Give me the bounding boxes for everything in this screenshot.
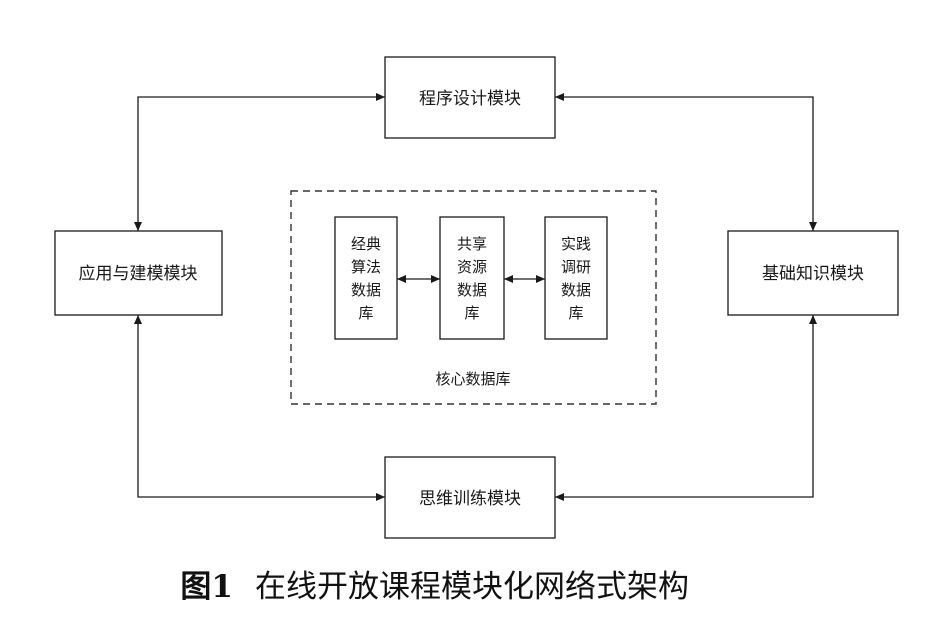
classic-algorithm-line-3: 数据 xyxy=(351,281,381,299)
practice-research-line-4: 库 xyxy=(568,304,583,322)
shared-resource-line-4: 库 xyxy=(464,304,479,322)
practice-research-database: 实践 调研 数据 库 xyxy=(544,216,608,340)
core-database-group: 核心数据库 经典 算法 数据 库 共享 资源 数据 库 实践 调研 数据 库 xyxy=(290,190,657,405)
practice-research-line-2: 调研 xyxy=(561,258,591,276)
connector-program-to-basic xyxy=(555,93,817,231)
practice-research-line-3: 数据 xyxy=(561,281,591,299)
module-basic-knowledge: 基础知识模块 xyxy=(727,230,899,316)
module-thinking-training-label: 思维训练模块 xyxy=(419,489,521,509)
module-application-modeling-label: 应用与建模模块 xyxy=(79,264,198,284)
practice-research-line-1: 实践 xyxy=(561,235,591,253)
classic-algorithm-line-2: 算法 xyxy=(351,258,381,276)
connector-basic-to-thinking xyxy=(555,315,817,501)
figure-number: 图1 xyxy=(180,569,233,605)
connectors xyxy=(134,93,817,501)
module-program-design-label: 程序设计模块 xyxy=(419,89,521,109)
module-application-modeling: 应用与建模模块 xyxy=(54,230,223,316)
module-program-design: 程序设计模块 xyxy=(384,56,556,139)
figure-caption: 图1 在线开放课程模块化网络式架构 xyxy=(180,569,689,605)
figure-title: 在线开放课程模块化网络式架构 xyxy=(255,569,689,605)
shared-resource-line-3: 数据 xyxy=(457,281,487,299)
shared-resource-line-2: 资源 xyxy=(457,258,487,276)
classic-algorithm-line-1: 经典 xyxy=(351,235,381,253)
shared-resource-line-1: 共享 xyxy=(457,235,487,253)
classic-algorithm-database: 经典 算法 数据 库 xyxy=(334,216,398,340)
connector-application-to-thinking xyxy=(134,315,385,501)
module-basic-knowledge-label: 基础知识模块 xyxy=(762,264,864,284)
shared-resource-database: 共享 资源 数据 库 xyxy=(439,216,505,340)
classic-algorithm-line-4: 库 xyxy=(358,304,373,322)
connector-program-to-application xyxy=(134,93,385,231)
core-database-label: 核心数据库 xyxy=(435,370,510,388)
module-thinking-training: 思维训练模块 xyxy=(384,456,556,539)
